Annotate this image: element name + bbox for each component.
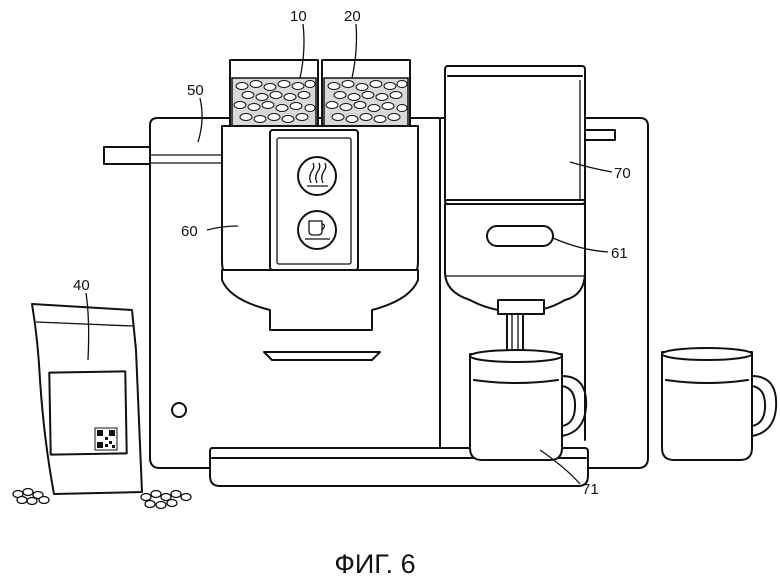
label-top-panel: 50 xyxy=(187,82,204,99)
bean-hopper-right xyxy=(322,60,410,130)
qr-code-icon xyxy=(95,428,117,450)
loose-beans-left xyxy=(13,489,49,505)
steam-button xyxy=(298,157,336,195)
figure-caption: ФИГ. 6 xyxy=(334,549,415,579)
water-tank xyxy=(445,66,585,204)
label-grinder-left: 10 xyxy=(290,8,307,25)
loose-beans-right xyxy=(141,491,191,509)
label-bag: 40 xyxy=(73,277,90,294)
control-window xyxy=(487,226,553,246)
label-front-housing: 60 xyxy=(181,223,198,240)
label-grinder-right: 20 xyxy=(344,8,361,25)
coffee-bag xyxy=(32,304,142,494)
coffee-button xyxy=(298,211,336,249)
label-water-tank: 70 xyxy=(614,165,631,182)
cup-side xyxy=(662,348,776,460)
label-cup: 71 xyxy=(582,481,599,498)
label-control-window: 61 xyxy=(611,245,628,262)
bean-hopper-left xyxy=(230,60,318,130)
